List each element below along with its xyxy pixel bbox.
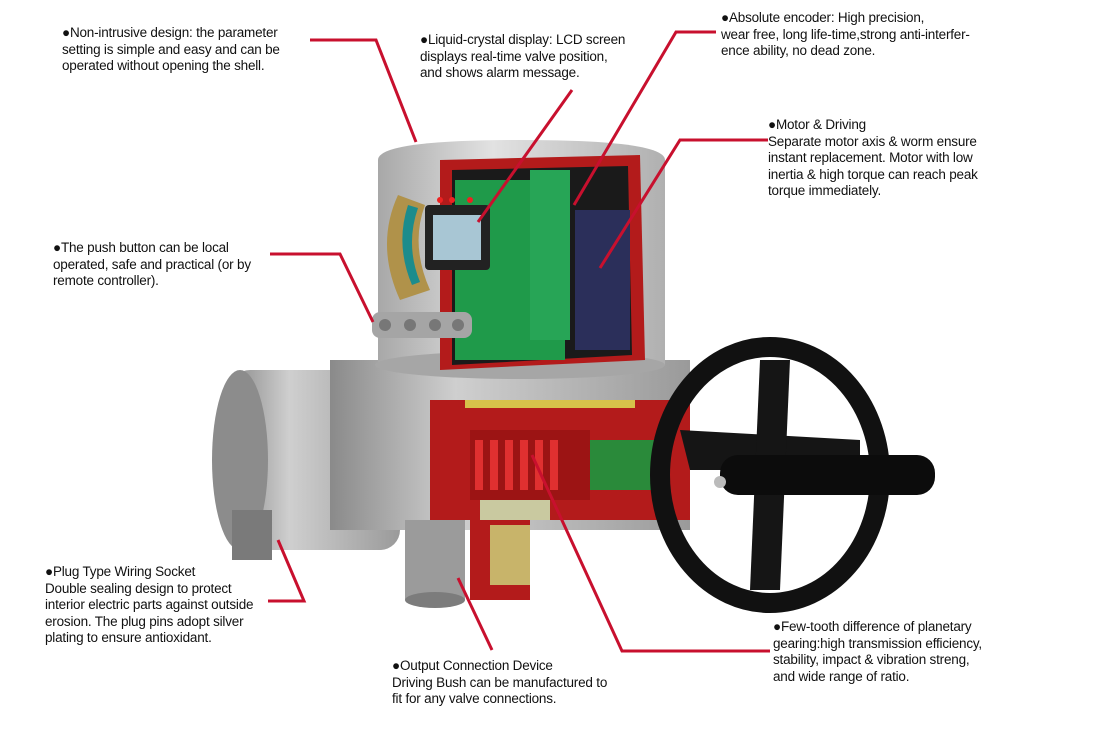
handwheel — [650, 337, 935, 613]
callout-line: ●Output Connection Device — [392, 658, 553, 673]
callout-push-button: ●The push button can be local operated, … — [53, 240, 251, 290]
callout-line: ●Liquid-crystal display: LCD screen — [420, 32, 626, 47]
gearbox-housing — [330, 360, 690, 608]
callout-line: displays real-time valve position, — [420, 48, 608, 64]
leader-non-intrusive — [310, 38, 418, 143]
leader-lcd — [476, 89, 574, 223]
callout-output-connection: ●Output Connection Device Driving Bush c… — [392, 658, 607, 708]
callout-line: ●Non-intrusive design: the parameter — [62, 25, 278, 40]
callout-lcd: ●Liquid-crystal display: LCD screen disp… — [420, 32, 625, 82]
leader-encoder — [572, 30, 716, 206]
callout-line: setting is simple and easy and can be — [62, 41, 280, 57]
callout-line: ●Plug Type Wiring Socket — [45, 564, 196, 579]
callout-line: Separate motor axis & worm ensure — [768, 133, 977, 149]
callout-line: ●Motor & Driving — [768, 117, 866, 132]
callout-line: wear free, long life-time,strong anti-in… — [721, 26, 970, 42]
callout-planetary-gearing: ●Few-tooth difference of planetary geari… — [773, 619, 982, 685]
push-buttons — [372, 312, 472, 338]
callout-line: Double sealing design to protect — [45, 580, 232, 596]
leader-plug — [268, 539, 307, 603]
callout-line: inertia & high torque can reach peak — [768, 166, 978, 182]
callout-line: remote controller). — [53, 273, 159, 288]
leader-motor — [598, 138, 768, 269]
leader-gearing — [530, 454, 770, 653]
callout-line: gearing:high transmission efficiency, — [773, 635, 982, 651]
leader-push-button — [270, 252, 375, 323]
callout-line: stability, impact & vibration streng, — [773, 652, 970, 667]
leader-output — [456, 577, 494, 651]
callout-line: instant replacement. Motor with low — [768, 150, 973, 165]
callout-line: and shows alarm message. — [420, 65, 580, 80]
callout-non-intrusive-design: ●Non-intrusive design: the parameter set… — [62, 25, 280, 75]
callout-line: operated, safe and practical (or by — [53, 256, 251, 272]
callout-absolute-encoder: ●Absolute encoder: High precision, wear … — [721, 10, 970, 60]
callout-line: ●Absolute encoder: High precision, — [721, 10, 925, 25]
leader-lines — [268, 30, 770, 653]
callout-line: erosion. The plug pins adopt silver — [45, 613, 244, 629]
callout-line: Driving Bush can be manufactured to — [392, 674, 608, 690]
callout-line: ence ability, no dead zone. — [721, 43, 876, 58]
callout-motor-driving: ●Motor & Driving Separate motor axis & w… — [768, 117, 978, 200]
callout-line: interior electric parts against outside — [45, 597, 254, 612]
callout-line: plating to ensure antioxidant. — [45, 630, 212, 645]
callout-line: ●The push button can be local — [53, 240, 229, 255]
callout-plug-socket: ●Plug Type Wiring Socket Double sealing … — [45, 564, 254, 647]
top-cover — [372, 140, 665, 379]
callout-line: and wide range of ratio. — [773, 668, 910, 684]
callout-line: operated without opening the shell. — [62, 58, 265, 73]
callout-line: ●Few-tooth difference of planetary — [773, 619, 972, 634]
callout-line: fit for any valve connections. — [392, 691, 557, 706]
handwheel-grip — [720, 455, 935, 495]
callout-line: torque immediately. — [768, 183, 882, 198]
